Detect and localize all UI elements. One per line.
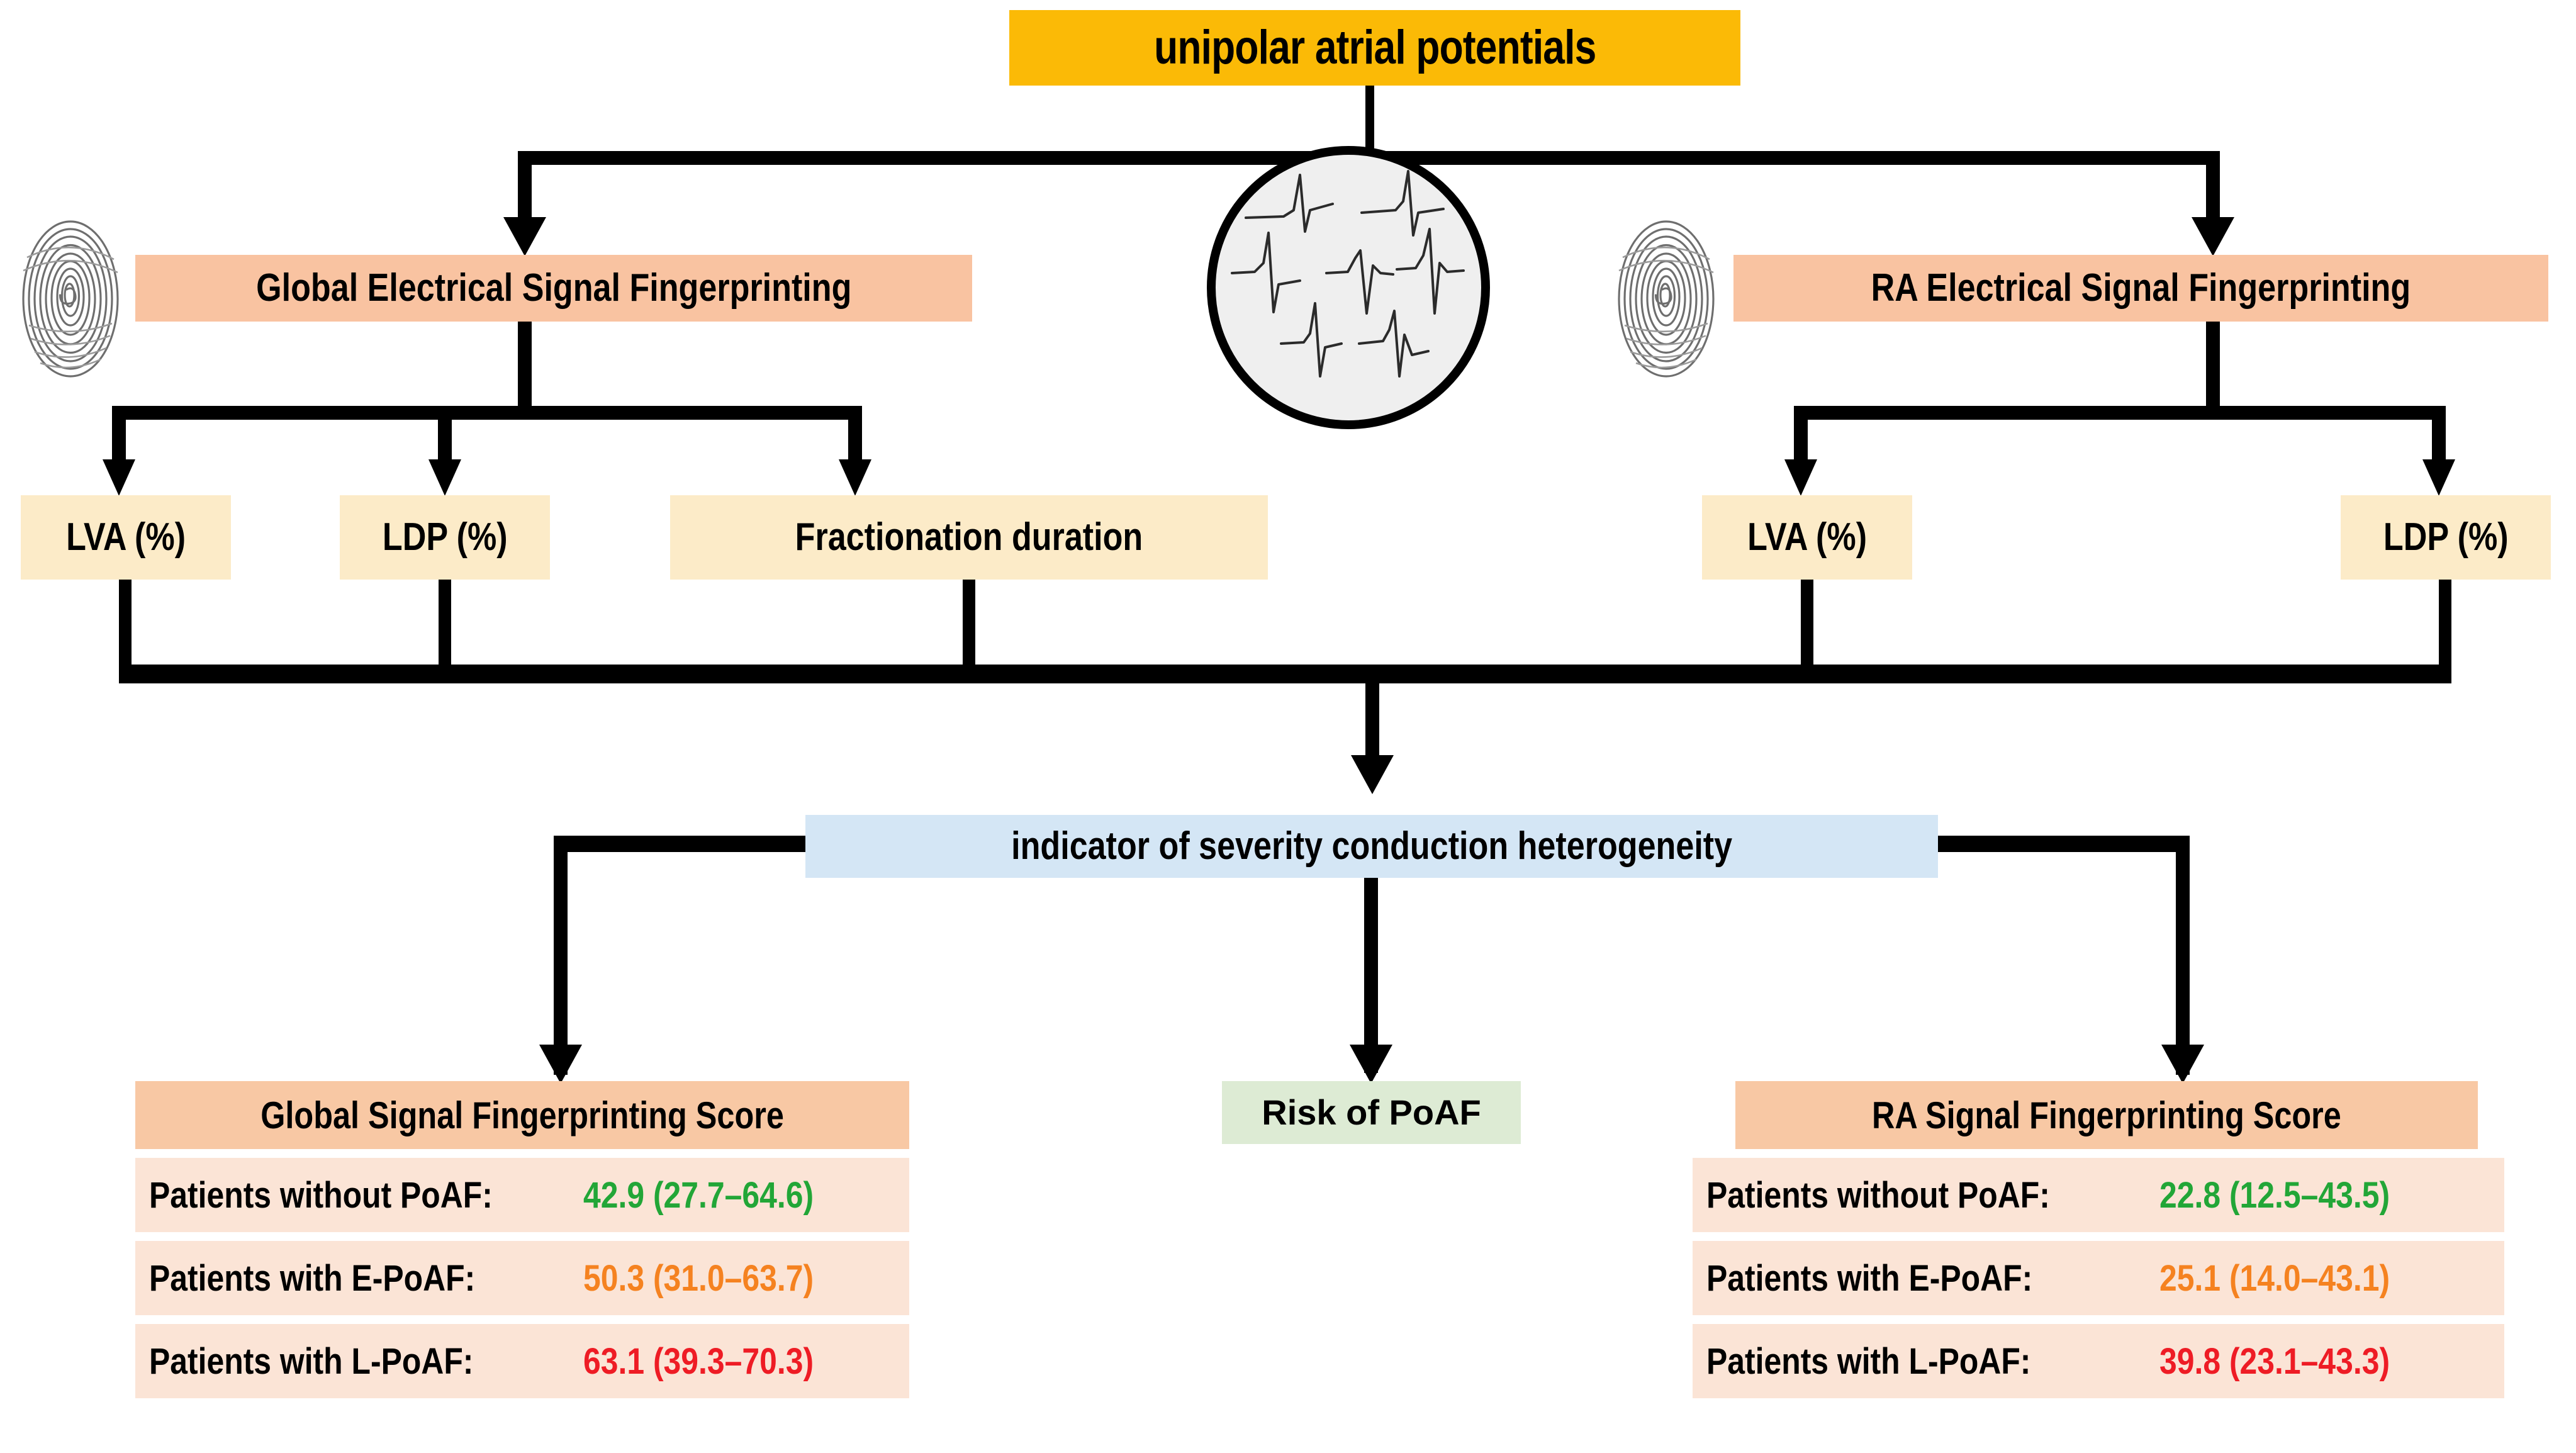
indicator-right-wing [1938, 836, 2190, 852]
global-score-panel: Global Signal Fingerprinting Score Patie… [135, 1081, 909, 1398]
metric-fractionation-duration: Fractionation duration [670, 495, 1268, 580]
row-label: Patients with L-PoAF: [149, 1340, 474, 1382]
merge-riser-lva-global [119, 580, 132, 677]
electrogram-circle-icon [1207, 146, 1490, 429]
table-row: Patients without PoAF: 42.9 (27.7–64.6) [135, 1158, 909, 1232]
row-label: Patients with L-PoAF: [1706, 1340, 2031, 1382]
row-value: 39.8 (23.1–43.3) [2159, 1340, 2390, 1382]
merge-riser-ldp-ra [2439, 580, 2451, 677]
arrow-to-lva-ra [1784, 459, 1817, 496]
metric-lva-global: LVA (%) [21, 495, 231, 580]
fingerprint-icon [1610, 214, 1723, 384]
arrow-to-ldp-global [428, 459, 461, 496]
row-value: 22.8 (12.5–43.5) [2159, 1174, 2390, 1216]
table-row: Patients with L-PoAF: 39.8 (23.1–43.3) [1693, 1324, 2504, 1398]
row-label: Patients with E-PoAF: [149, 1257, 476, 1299]
global-fingerprinting-label: Global Electrical Signal Fingerprinting [255, 266, 852, 310]
merge-riser-ldp-global [439, 580, 451, 677]
indicator-left-drop [554, 836, 568, 1075]
metric-ldp-ra: LDP (%) [2341, 495, 2551, 580]
arrow-to-ra-box [2192, 217, 2234, 256]
row-value: 63.1 (39.3–70.3) [583, 1340, 814, 1382]
row-value: 25.1 (14.0–43.1) [2159, 1257, 2390, 1299]
title-label: unipolar atrial potentials [1153, 21, 1596, 74]
global-fanout-bar [112, 406, 862, 420]
risk-label: Risk of PoAF [1262, 1092, 1481, 1132]
merge-bus-horizontal [119, 665, 2451, 683]
row-value: 50.3 (31.0–63.7) [583, 1257, 814, 1299]
arrow-to-indicator [1351, 755, 1394, 794]
global-drop-ldp [438, 406, 452, 464]
metric-label: LDP (%) [382, 515, 508, 559]
merge-riser-fractionation [963, 580, 975, 677]
global-score-title: Global Signal Fingerprinting Score [135, 1081, 909, 1149]
ra-score-panel: RA Signal Fingerprinting Score Patients … [1693, 1081, 2504, 1398]
global-fingerprinting-box: Global Electrical Signal Fingerprinting [135, 255, 972, 322]
arrow-to-risk [1350, 1045, 1392, 1084]
arrow-to-ra-score [2161, 1045, 2204, 1084]
title-stem [1365, 86, 1374, 151]
ra-stem [2206, 322, 2220, 406]
metric-label: Fractionation duration [795, 515, 1143, 559]
fingerprint-icon [14, 214, 127, 384]
indicator-center-drop [1364, 878, 1378, 1073]
metric-lva-ra: LVA (%) [1702, 495, 1912, 580]
global-drop-lva [112, 406, 126, 464]
row-label: Patients with E-PoAF: [1706, 1257, 2033, 1299]
top-bus-right-drop [2206, 151, 2220, 220]
ra-fingerprinting-label: RA Electrical Signal Fingerprinting [1871, 266, 2411, 310]
arrow-to-ldp-ra [2422, 459, 2455, 496]
indicator-right-drop [2176, 836, 2190, 1075]
merge-bus-center-drop [1365, 683, 1379, 759]
arrow-to-global-box [503, 217, 546, 256]
table-row: Patients without PoAF: 22.8 (12.5–43.5) [1693, 1158, 2504, 1232]
ra-drop-lva [1794, 406, 1808, 464]
indicator-left-wing [554, 836, 805, 852]
metric-label: LVA (%) [66, 515, 186, 559]
metric-ldp-global: LDP (%) [340, 495, 550, 580]
table-row: Patients with E-PoAF: 50.3 (31.0–63.7) [135, 1241, 909, 1315]
metric-label: LDP (%) [2383, 515, 2509, 559]
ra-fingerprinting-box: RA Electrical Signal Fingerprinting [1733, 255, 2548, 322]
row-label: Patients without PoAF: [1706, 1174, 2050, 1216]
ra-drop-ldp [2432, 406, 2446, 464]
arrow-to-global-score [539, 1045, 582, 1084]
top-bus-left-drop [518, 151, 532, 220]
arrow-to-fractionation [839, 459, 871, 496]
table-row: Patients with E-PoAF: 25.1 (14.0–43.1) [1693, 1241, 2504, 1315]
row-value: 42.9 (27.7–64.6) [583, 1174, 814, 1216]
merge-riser-lva-ra [1801, 580, 1813, 677]
arrow-to-lva-global [103, 459, 135, 496]
ra-score-title: RA Signal Fingerprinting Score [1735, 1081, 2478, 1149]
risk-box: Risk of PoAF [1222, 1081, 1521, 1144]
indicator-box: indicator of severity conduction heterog… [805, 815, 1938, 878]
global-stem [518, 322, 532, 406]
ra-fanout-bar [1794, 406, 2446, 420]
metric-label: LVA (%) [1747, 515, 1867, 559]
global-drop-frac [848, 406, 862, 464]
row-label: Patients without PoAF: [149, 1174, 493, 1216]
table-row: Patients with L-PoAF: 63.1 (39.3–70.3) [135, 1324, 909, 1398]
indicator-label: indicator of severity conduction heterog… [1011, 824, 1732, 868]
title-box: unipolar atrial potentials [1009, 10, 1740, 86]
